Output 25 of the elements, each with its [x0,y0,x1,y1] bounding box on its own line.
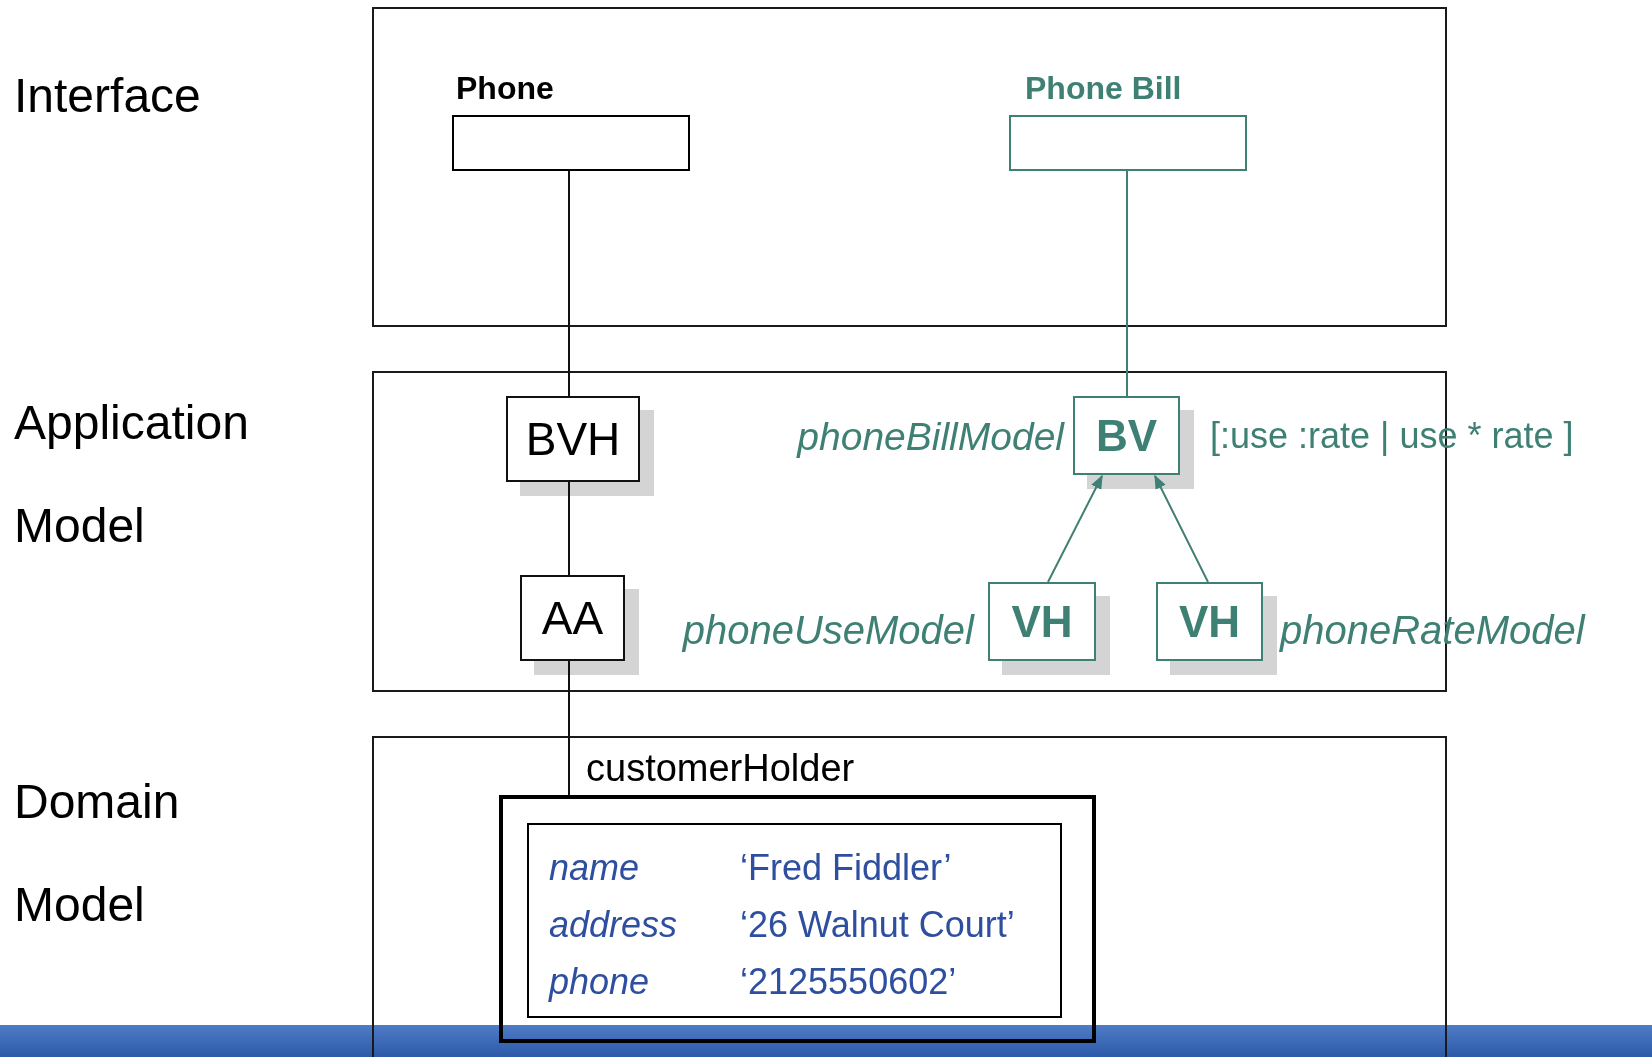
arrow [1154,474,1209,583]
connector-line [568,481,570,576]
attribute-name: address [549,902,679,947]
attribute-value: ‘Fred Fiddler’ [740,845,953,890]
layer-label: Interface [14,68,202,124]
connector-line [568,170,570,397]
object-name: Phone [456,69,554,108]
connector-line [568,660,570,796]
component-label: AA [541,590,604,646]
attribute-value: ‘26 Walnut Court’ [740,902,1015,947]
component-label: VH [1011,595,1073,648]
object-name: customerHolder [586,746,855,791]
model-name: phoneBillModel [797,416,1064,456]
attribute-name: name [549,845,641,890]
model-name: phoneUseModel [682,610,974,650]
connector-line [1126,170,1128,397]
object-name: Phone Bill [1025,69,1182,108]
component-label: BV [1095,409,1158,462]
component-label: BVH [525,411,621,467]
layer-label: Domain Model [14,774,181,933]
layer-label: Application Model [14,395,250,554]
attribute-value: ‘2125550602’ [740,959,958,1004]
component-label: VH [1178,595,1241,648]
attribute-name: phone [549,959,651,1004]
arrow [1047,474,1103,583]
